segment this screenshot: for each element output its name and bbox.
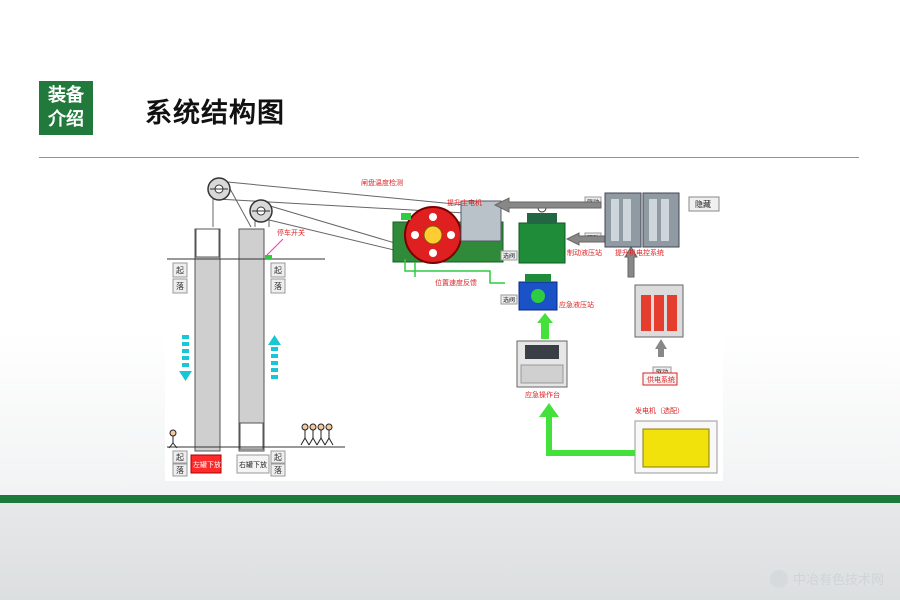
- feedback-line: [404, 259, 505, 284]
- power-supply-box: [642, 372, 678, 386]
- head-sheave-right: [249, 199, 273, 223]
- label-hoist-motor: 提升主电机: [447, 198, 482, 207]
- valve-button-2-label: 选阀: [503, 296, 515, 304]
- btn-qi-2[interactable]: [270, 262, 286, 278]
- btn-qi-3[interactable]: [172, 450, 188, 464]
- btn-qi-3-label: 起: [176, 453, 184, 462]
- brake-hydraulic-top: [527, 213, 557, 223]
- arrow-cabinet-to-motor: [493, 197, 602, 213]
- stop-switch-pointer: [264, 238, 284, 258]
- btn-qi-4[interactable]: [270, 450, 286, 464]
- arrow-transformer-up: [655, 339, 667, 357]
- arrow-power-to-cabinet: [624, 246, 638, 278]
- cage-right-bottom: [239, 422, 264, 450]
- arrow-up-right: [268, 335, 281, 379]
- footer-gray-band: [0, 503, 900, 600]
- shaft-left: [194, 228, 221, 452]
- right-cage-button[interactable]: [236, 454, 270, 474]
- system-structure-diagram: 停车开关 起 落 起 落 起 落 起 落 左罐下放 右罐下放: [165, 167, 723, 481]
- btn-qi-4-label: 起: [274, 453, 282, 462]
- watermark-text: 中冶有色技术网: [792, 573, 884, 588]
- left-cage-label: 左罐下放: [193, 460, 221, 469]
- badge-line1: 装备: [48, 85, 84, 106]
- btn-luo-4[interactable]: [270, 463, 286, 477]
- valve-button-1-label: 选阀: [503, 252, 515, 260]
- left-cage-button[interactable]: [190, 454, 222, 474]
- label-hoist-control: 提升机电控系统: [615, 248, 664, 257]
- label-generator: 发电机（选配）: [635, 406, 684, 415]
- btn-luo-3-label: 落: [176, 465, 184, 475]
- right-cage-label: 右罐下放: [239, 460, 267, 469]
- arrow-console-to-station: [537, 313, 553, 339]
- label-brake-hydraulic: 制动液压站: [567, 248, 602, 257]
- hide-button-label: 隐藏: [695, 199, 711, 209]
- btn-qi-1-label: 起: [176, 266, 184, 275]
- head-sheave-left: [207, 177, 231, 201]
- hide-button[interactable]: [688, 196, 720, 212]
- btn-luo-4-label: 落: [274, 465, 282, 475]
- label-power-supply: 供电系统: [647, 375, 675, 384]
- hoist-motor: [460, 200, 502, 242]
- arrow-down-left: [179, 335, 192, 381]
- control-cabinet: [604, 192, 680, 248]
- page-title: 系统结构图: [145, 98, 285, 129]
- btn-luo-2[interactable]: [270, 278, 286, 294]
- footer-green-band: [0, 495, 900, 503]
- hoist-drum: [392, 206, 504, 264]
- label-position-feedback: 位置速度反馈: [435, 278, 477, 287]
- section-badge: 装备 介绍: [39, 81, 93, 135]
- stop-switch: [265, 255, 272, 259]
- label-emergency-hydraulic: 应急液压站: [559, 300, 594, 309]
- arrow-generator-to-console: [539, 403, 559, 417]
- header-divider: [39, 157, 859, 158]
- btn-luo-3[interactable]: [172, 463, 188, 477]
- brake-hydraulic-station: [518, 222, 566, 264]
- watermark: 中冶有色技术网: [769, 569, 884, 588]
- generator: [642, 428, 710, 468]
- btn-luo-2-label: 落: [274, 281, 282, 291]
- cage-left-top: [195, 228, 220, 258]
- valve-button-1[interactable]: [500, 250, 518, 261]
- power-link-generator: [546, 417, 635, 456]
- shaft-right: [238, 228, 265, 452]
- badge-line2: 介绍: [48, 109, 84, 130]
- brake-sensor: [401, 213, 411, 220]
- watermark-logo-icon: [769, 569, 788, 588]
- label-emergency-console: 应急操作台: [525, 390, 560, 399]
- workers-group: [168, 423, 334, 449]
- label-brake-temp: 闸盘温度检测: [361, 178, 403, 187]
- btn-luo-1-label: 落: [176, 281, 184, 291]
- label-stop-switch: 停车开关: [277, 228, 305, 237]
- btn-qi-1[interactable]: [172, 262, 188, 278]
- btn-luo-1[interactable]: [172, 278, 188, 294]
- valve-button-2[interactable]: [500, 294, 518, 305]
- diagram-svg: 停车开关 起 落 起 落 起 落 起 落 左罐下放 右罐下放: [167, 177, 720, 477]
- btn-qi-2-label: 起: [274, 266, 282, 275]
